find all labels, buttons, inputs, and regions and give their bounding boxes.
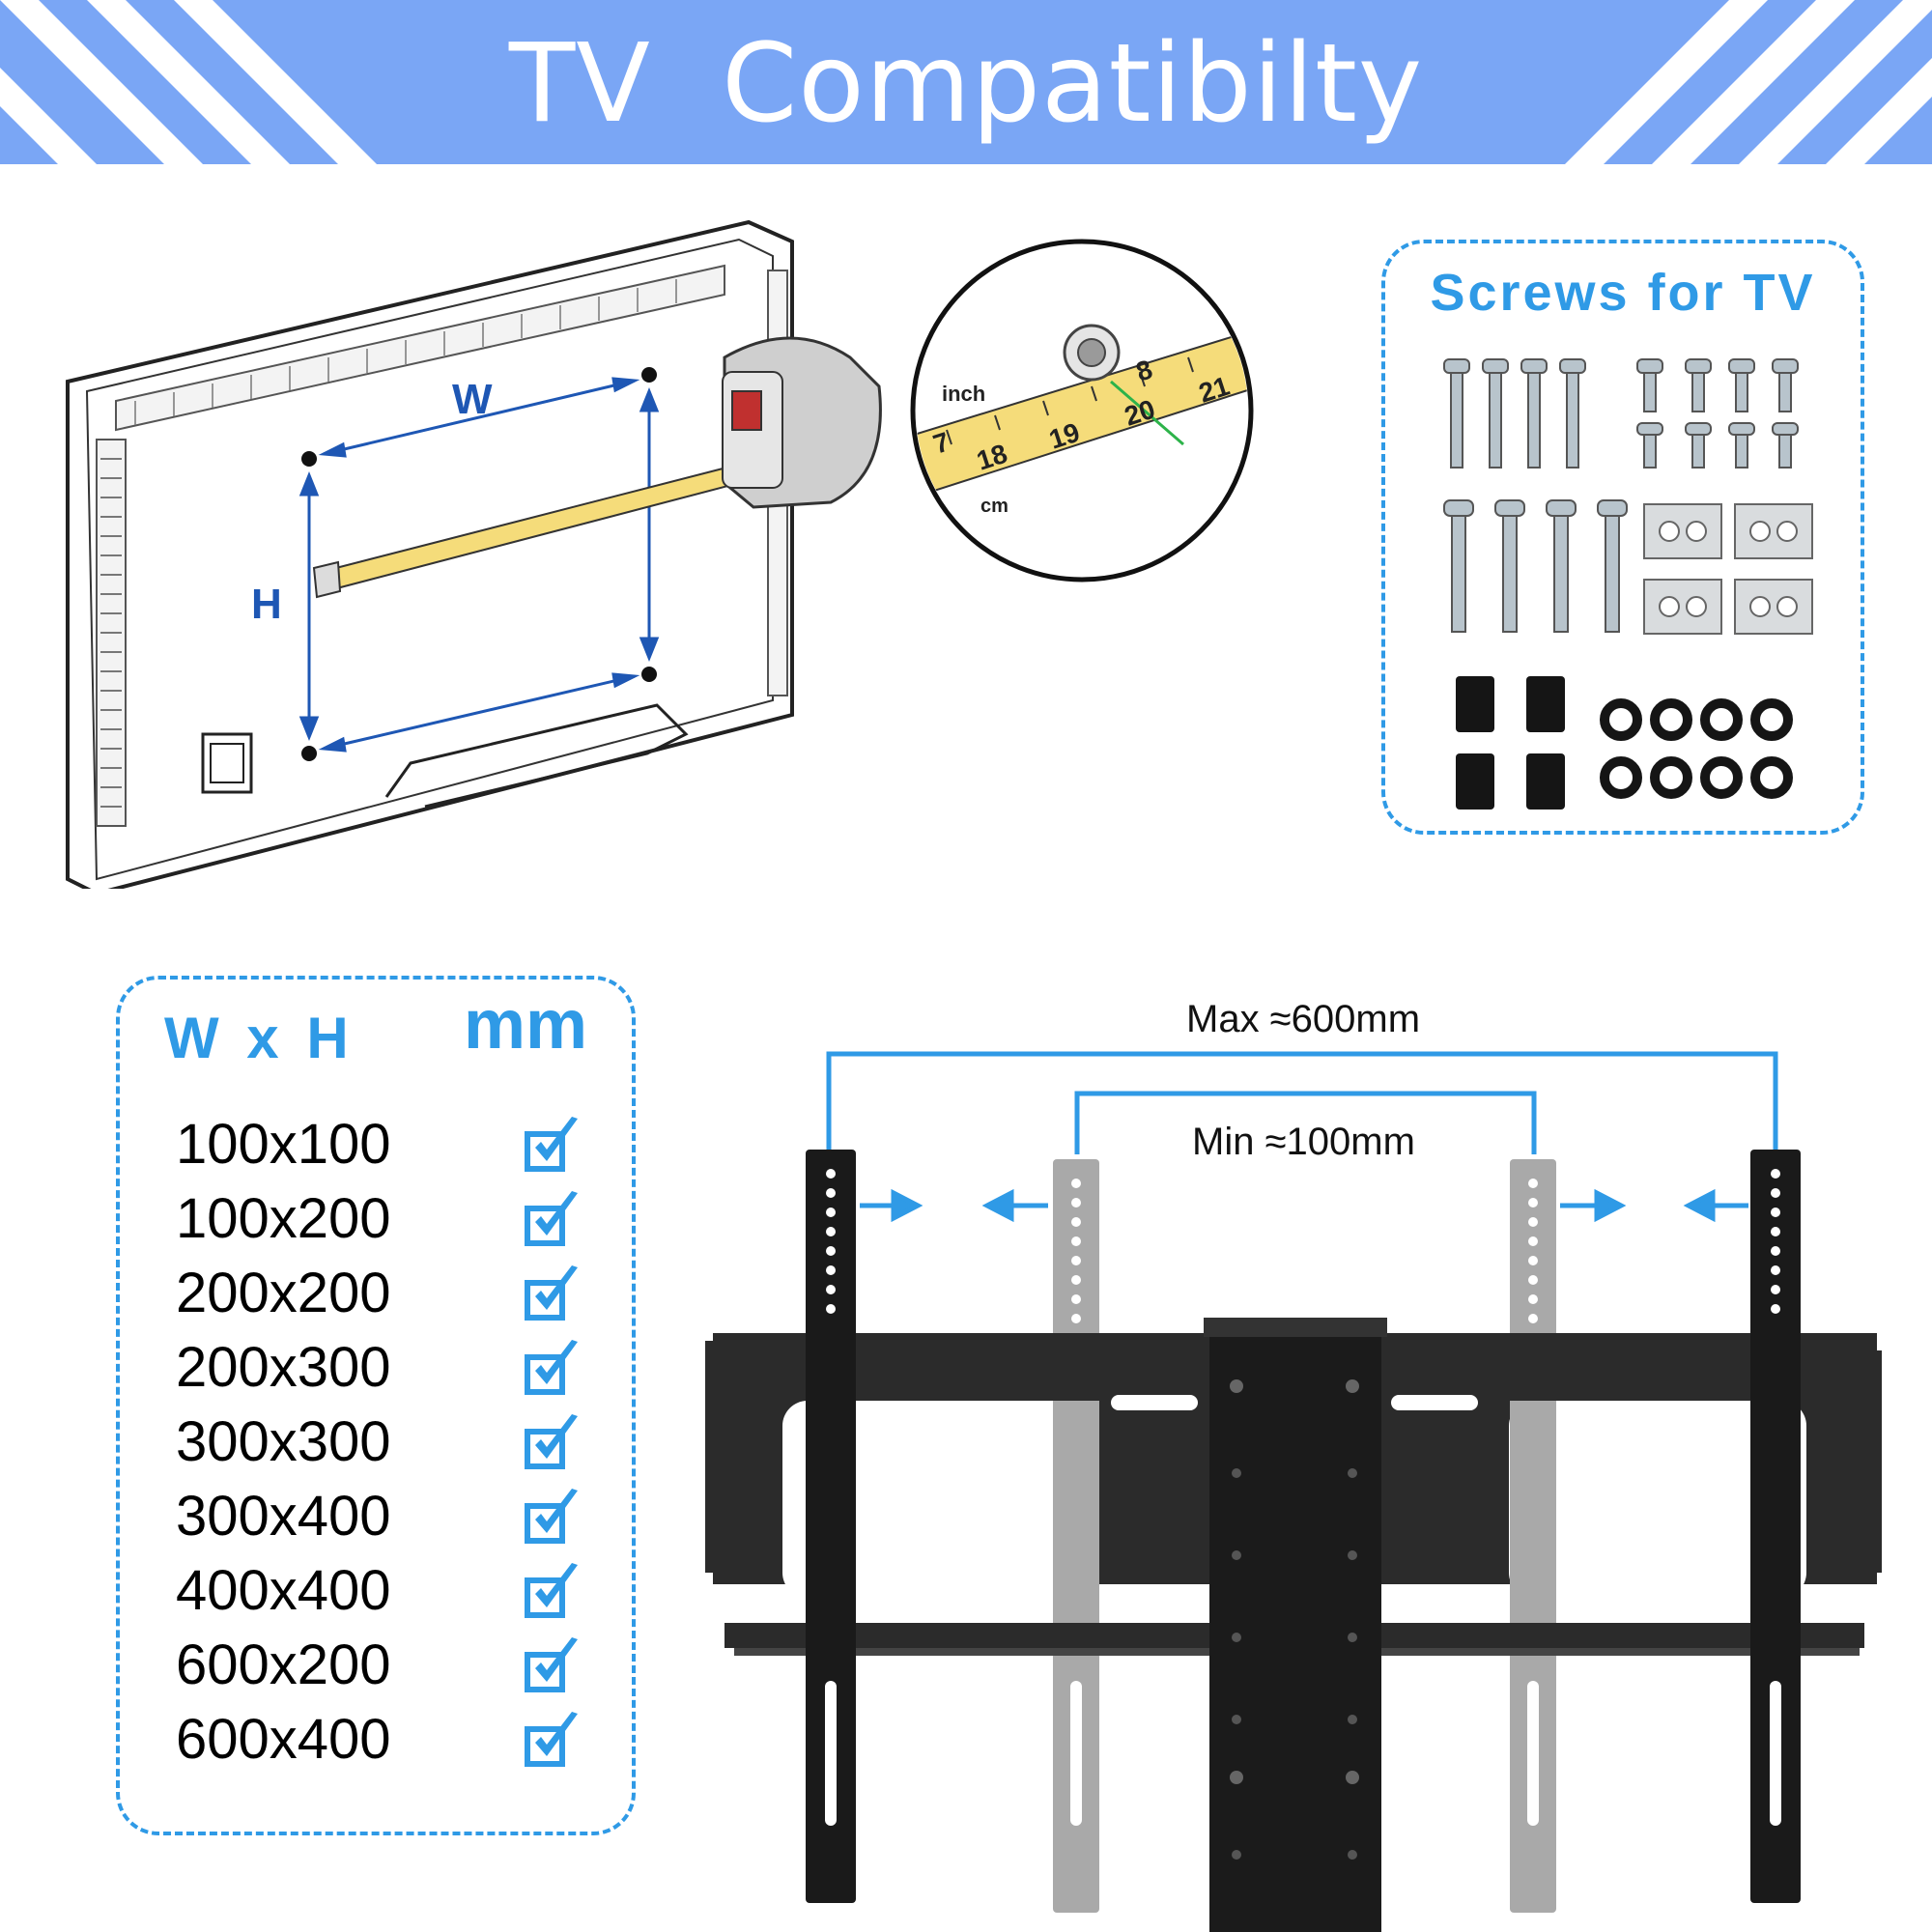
- max-distance-label: Max ≈600mm: [1186, 998, 1421, 1040]
- screws-illustration: [1443, 358, 1813, 810]
- height-label: H: [251, 581, 282, 628]
- size-label: 300x300: [176, 1410, 391, 1473]
- cm-label: cm: [980, 496, 1009, 517]
- header-banner: [0, 0, 1932, 164]
- list-item: 300x400: [176, 1483, 578, 1550]
- list-item: 300x300: [176, 1408, 578, 1476]
- size-label: 600x400: [176, 1708, 391, 1771]
- adjust-arrow-icon: [860, 1188, 1748, 1223]
- page-title: TV Compatibilty: [508, 21, 1424, 147]
- mount-hole: [301, 451, 317, 467]
- washer-icon: [1600, 698, 1793, 799]
- list-item: 600x400: [176, 1706, 578, 1774]
- inch-label: inch: [942, 382, 985, 406]
- bracket-arm-max: [806, 1150, 1801, 1903]
- unit-header: mm: [464, 986, 588, 1064]
- mount-hole: [641, 667, 657, 682]
- bracket-diagram: [705, 1051, 1882, 1932]
- size-label: 200x200: [176, 1262, 391, 1324]
- compatibility-panel: [116, 976, 636, 1835]
- screw-icon: [1443, 499, 1628, 633]
- size-label: 400x400: [176, 1559, 391, 1622]
- mount-hole: [301, 746, 317, 761]
- width-arrow: [318, 377, 640, 753]
- size-label: 100x200: [176, 1187, 391, 1250]
- list-item: 100x200: [176, 1185, 578, 1253]
- checkbox-checked-icon: [525, 1563, 578, 1618]
- size-label: 600x200: [176, 1634, 391, 1696]
- spacer-plate-icon: [1643, 503, 1813, 635]
- handle: [384, 703, 689, 809]
- max-dimension-line: [826, 1051, 1778, 1154]
- screws-title: Screws for TV: [1430, 264, 1816, 322]
- size-label: 300x400: [176, 1485, 391, 1548]
- list-item: 100x100: [176, 1111, 578, 1179]
- size-label: 200x300: [176, 1336, 391, 1399]
- list-item: 400x400: [176, 1557, 578, 1625]
- checkbox-checked-icon: [525, 1191, 578, 1246]
- checkbox-checked-icon: [525, 1712, 578, 1767]
- checkbox-checked-icon: [525, 1414, 578, 1469]
- tape-lock-button: [731, 390, 762, 431]
- checkbox-checked-icon: [525, 1489, 578, 1544]
- short-screw-icon: [1636, 358, 1799, 469]
- checkbox-checked-icon: [525, 1340, 578, 1395]
- top-vent: [115, 264, 725, 432]
- screws-panel: [1381, 240, 1864, 835]
- tape-measure-icon: [722, 336, 882, 509]
- mount-hole: [641, 367, 657, 383]
- list-item: 600x200: [176, 1632, 578, 1699]
- size-label: 100x100: [176, 1113, 391, 1176]
- black-spacer-icon: [1456, 676, 1565, 810]
- min-dimension-line: [1074, 1091, 1537, 1154]
- height-arrow: [298, 386, 660, 742]
- tape-zoom-circle: inch cm 7 18 19 20 21 8: [910, 239, 1254, 582]
- min-distance-label: Min ≈100mm: [1192, 1121, 1415, 1163]
- center-column: [1209, 1321, 1381, 1932]
- checkbox-checked-icon: [525, 1117, 578, 1172]
- list-item: 200x200: [176, 1260, 578, 1327]
- tv-back-diagram: W H: [66, 219, 882, 889]
- list-item: 200x300: [176, 1334, 578, 1402]
- checkbox-checked-icon: [525, 1265, 578, 1321]
- width-label: W: [452, 376, 493, 423]
- screw-icon: [1443, 358, 1586, 469]
- checkbox-checked-icon: [525, 1637, 578, 1692]
- banner-stripes: [0, 0, 1932, 164]
- size-header: W x H: [164, 1006, 355, 1070]
